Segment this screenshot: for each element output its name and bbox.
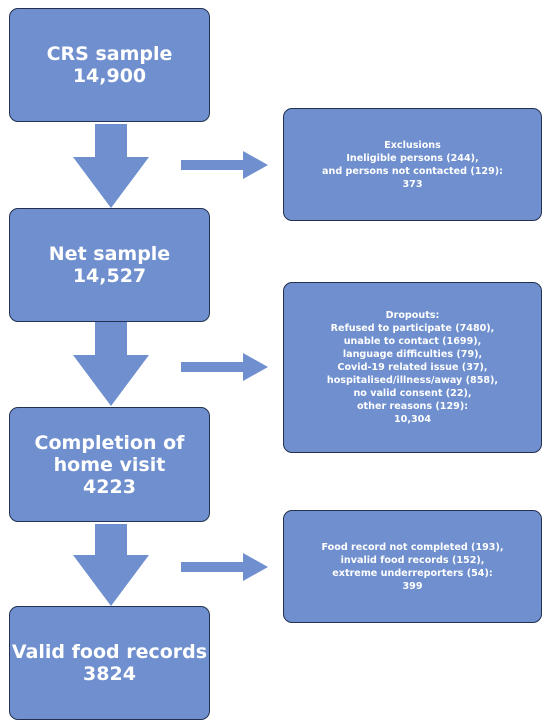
main-box-crs-sample: CRS sample 14,900 [9, 8, 210, 122]
side-box-line: language difficulties (79), [342, 349, 483, 360]
side-box-exclusions: Exclusions Ineligible persons (244), and… [283, 108, 542, 221]
main-box-line: 3824 [83, 663, 136, 685]
side-box-line: Food record not completed (193), [321, 541, 504, 553]
down-arrow-1 [73, 124, 149, 208]
side-box-line: extreme underreporters (54): [332, 567, 493, 579]
side-box-line: invalid food records (152), [340, 554, 485, 566]
main-box-line: 14,900 [72, 65, 147, 87]
main-box-valid-food-records: Valid food records 3824 [9, 606, 210, 720]
main-box-home-visit: Completion of home visit 4223 [9, 407, 210, 522]
side-box-line: no valid consent (22), [353, 388, 472, 399]
side-box-line: Ineligible persons (244), [346, 152, 479, 164]
main-box-line: Net sample [48, 243, 171, 265]
side-box-line: Exclusions [384, 139, 441, 151]
side-box-food-record-exclusions: Food record not completed (193), invalid… [283, 510, 542, 623]
right-arrow-1 [181, 151, 268, 179]
side-box-dropouts: Dropouts: Refused to participate (7480),… [283, 282, 542, 453]
side-box-line: and persons not contacted (129): [322, 165, 503, 177]
main-box-net-sample: Net sample 14,527 [9, 208, 210, 322]
main-box-line: Valid food records [11, 641, 208, 663]
right-arrow-3 [181, 553, 268, 581]
down-arrow-2 [73, 322, 149, 406]
main-box-line: CRS sample [46, 43, 173, 65]
down-arrow-3 [73, 524, 149, 606]
side-box-line: 10,304 [393, 414, 432, 425]
side-box-line: Dropouts: [385, 310, 440, 321]
side-box-line: other reasons (129): [356, 401, 469, 412]
side-box-line: 399 [402, 580, 423, 592]
side-box-line: hospitalised/illness/away (858), [326, 375, 499, 386]
main-box-line: Completion of [34, 431, 185, 454]
right-arrow-2 [181, 353, 268, 381]
side-box-line: 373 [402, 178, 423, 190]
side-box-line: Covid-19 related issue (37), [337, 362, 488, 373]
main-box-line: home visit [53, 453, 166, 476]
side-box-line: Refused to participate (7480), [330, 323, 495, 334]
main-box-line: 4223 [83, 475, 136, 498]
side-box-line: unable to contact (1699), [343, 336, 482, 347]
main-box-line: 14,527 [72, 265, 147, 287]
